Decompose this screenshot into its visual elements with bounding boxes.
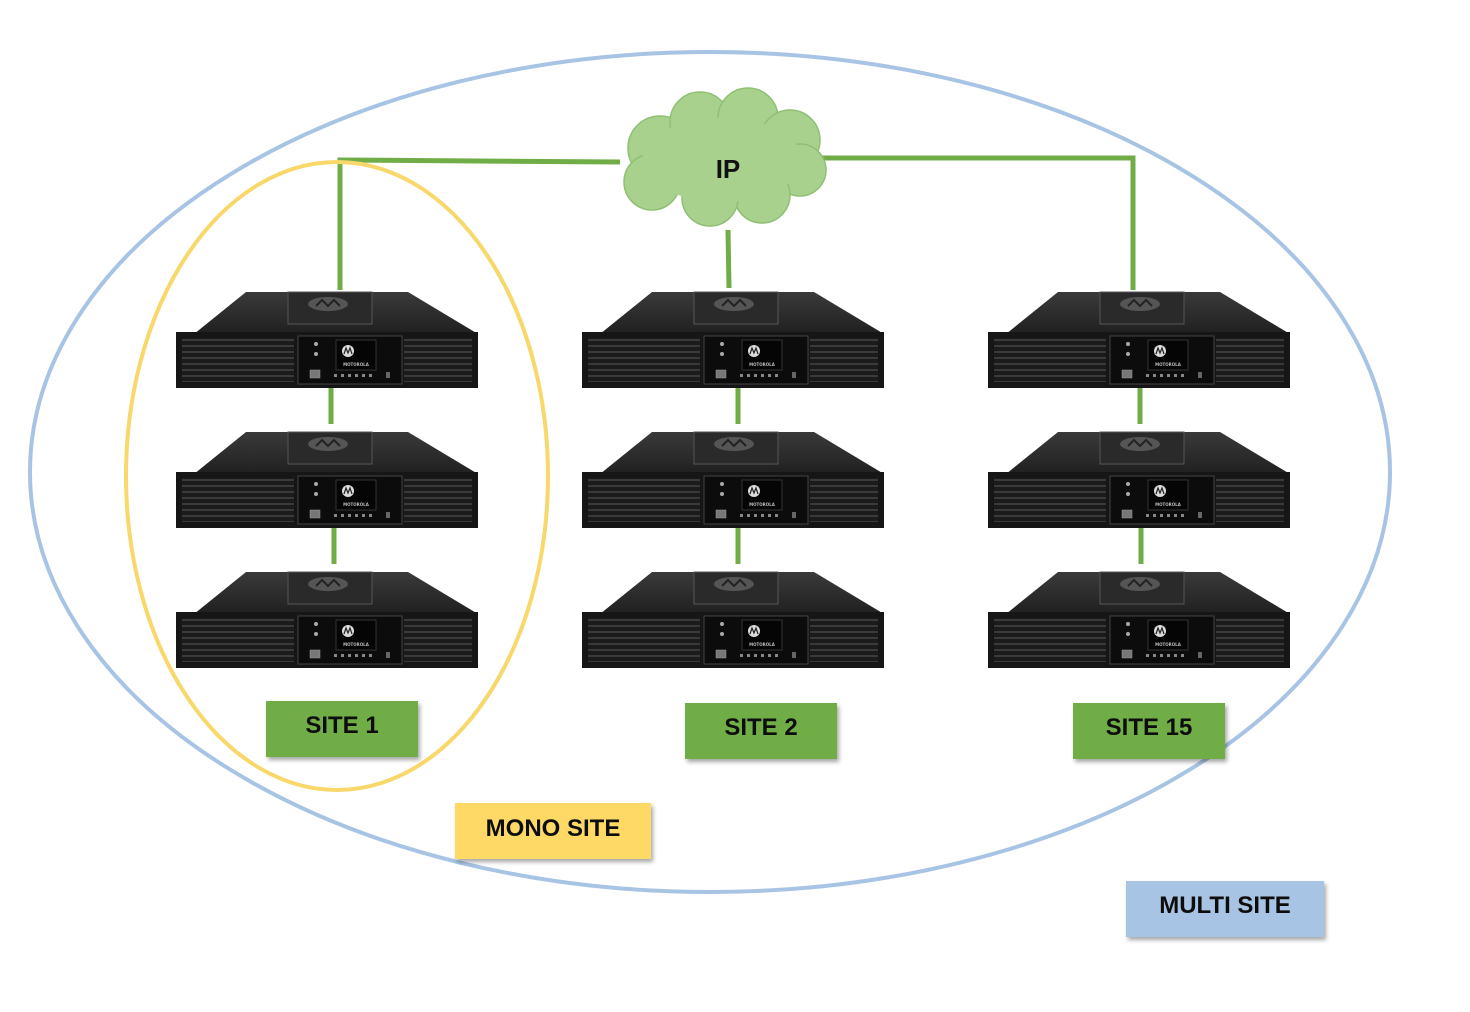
repeater-unit xyxy=(175,571,479,669)
site-label-text: SITE 2 xyxy=(724,714,797,741)
repeater-unit xyxy=(987,571,1291,669)
site-label-15: SITE 15 xyxy=(1073,703,1225,759)
repeater-unit xyxy=(987,291,1291,389)
site-2-stack xyxy=(581,291,885,669)
link-site-2 xyxy=(725,229,732,289)
network-links xyxy=(328,155,1144,564)
cloud-icon xyxy=(623,87,827,227)
repeater-unit xyxy=(175,431,479,529)
site-label-text: SITE 1 xyxy=(305,712,378,739)
site-label-text: SITE 15 xyxy=(1106,714,1193,741)
repeater-unit xyxy=(581,291,885,389)
mono-site-boundary xyxy=(124,160,550,792)
site-label-2: SITE 2 xyxy=(685,703,837,759)
site-1-stack xyxy=(175,291,479,669)
site-15-stack xyxy=(987,291,1291,669)
multi-site-legend: MULTI SITE xyxy=(1126,881,1324,937)
site-label-1: SITE 1 xyxy=(266,701,418,757)
repeater-unit xyxy=(987,431,1291,529)
multi-site-boundary xyxy=(28,50,1392,894)
ip-cloud: IP xyxy=(623,87,827,227)
mono-site-label: MONO SITE xyxy=(486,815,621,842)
link-site-15 xyxy=(820,155,1136,290)
repeater-unit xyxy=(175,291,479,389)
ip-label: IP xyxy=(716,154,741,184)
link-site-1 xyxy=(337,157,621,290)
mono-site-legend: MONO SITE xyxy=(455,803,651,859)
repeater-unit xyxy=(581,571,885,669)
repeater-unit xyxy=(581,431,885,529)
multi-site-label: MULTI SITE xyxy=(1159,892,1291,919)
